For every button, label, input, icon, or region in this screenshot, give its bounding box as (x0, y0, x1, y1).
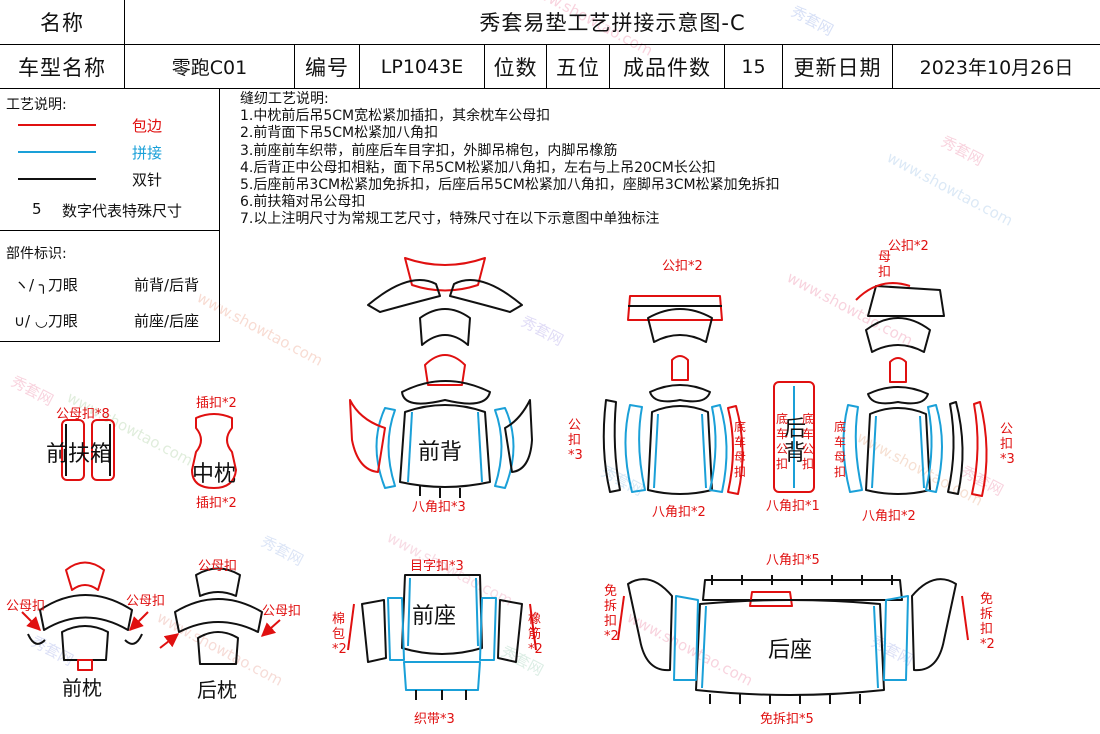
parts-legend-symbol-back: ヽ/ ╮刀眼 (14, 276, 78, 294)
sewing-notes: 缝纫工艺说明: 1.中枕前后吊5CM宽松紧加插扣，其余枕车公母扣 2.前背面下吊… (240, 91, 780, 229)
part-rear-back: 后背 (784, 417, 807, 466)
parts-legend-text-back: 前背/后背 (134, 276, 200, 294)
legend-box: 工艺说明: 包边 拼接 双针 5 数字代表特殊尺寸 部件标识: ヽ/ ╮刀眼 前… (0, 88, 220, 342)
date-value: 2023年10月26日 (919, 57, 1074, 79)
annotation: 插扣*2 (196, 496, 237, 511)
annotation: 公扣*3 (1000, 422, 1015, 467)
annotation: 免拆扣*2 (980, 592, 995, 652)
annotation: 插扣*2 (196, 396, 237, 411)
annotation: 免拆扣*5 (760, 712, 814, 727)
legend-stitch-label: 双针 (132, 171, 163, 189)
parts-legend-symbol-seat: ∪/ ◡刀眼 (14, 312, 78, 330)
annotation: 母扣 (878, 250, 892, 280)
edge-line-sample (18, 124, 96, 126)
legend-join-label: 拼接 (132, 144, 163, 162)
page-title: 秀套易垫工艺拼接示意图-C (479, 11, 746, 35)
seat-label: 位数 (485, 45, 547, 88)
rear-pillow-pattern (174, 567, 263, 665)
annotation: 底车公扣 (802, 412, 815, 471)
annotation: 公母扣 (262, 604, 302, 619)
part-rear-pillow: 后枕 (197, 678, 237, 702)
part-rear-seat: 后座 (768, 638, 813, 663)
count-value: 15 (725, 45, 783, 88)
annotation: 公扣*2 (888, 239, 929, 254)
size-text: 数字代表特殊尺寸 (62, 202, 183, 220)
seat-value: 五位 (547, 45, 610, 88)
annotation: 八角扣*3 (412, 500, 466, 515)
part-front-seat: 前座 (412, 604, 457, 629)
annotation: 棉包*2 (332, 612, 347, 657)
parts-legend-title: 部件标识: (6, 246, 67, 262)
part-front-pillow: 前枕 (62, 676, 102, 700)
annotation: 八角扣*2 (862, 509, 916, 524)
front-back-pattern (349, 257, 533, 498)
annotation: 公母扣 (198, 559, 238, 574)
part-front-armrest: 前扶箱 (46, 442, 113, 467)
annotation: 织带*3 (414, 712, 455, 727)
annotation: 橡筋*2 (528, 612, 543, 657)
note-line: 3.前座前车织带，前座后车目字扣，外脚吊棉包，内脚吊橡筋 (240, 142, 618, 159)
annotation: 公母扣 (126, 594, 166, 609)
code-value: LP1043E (360, 45, 485, 88)
model-label: 车型名称 (0, 45, 125, 88)
front-pillow-pattern (27, 561, 143, 671)
annotation: 底车母扣 (834, 420, 847, 479)
note-line: 1.中枕前后吊5CM宽松紧加插扣，其余枕车公母扣 (240, 108, 551, 125)
annotation: 八角扣*5 (766, 553, 820, 568)
rear-back-pattern (602, 282, 988, 497)
annotation: 目字扣*3 (410, 559, 464, 574)
parts-legend-text-seat: 前座/后座 (134, 312, 200, 330)
annotation: 底车母扣 (734, 420, 747, 479)
annotation: 免拆扣*2 (604, 584, 619, 644)
note-line: 6.前扶箱对吊公母扣 (240, 194, 366, 211)
rear-seat-pattern (617, 575, 969, 704)
part-front-back: 前背 (418, 440, 463, 465)
size-number: 5 (32, 200, 42, 218)
annotation: 底车公扣 (776, 412, 789, 471)
note-line: 4.后背正中公母扣相粘，面下吊5CM松紧加八角扣，左右与上吊20CM长公扣 (240, 159, 716, 176)
front-seat-pattern (347, 574, 537, 700)
arrow-front-pillow-right (129, 611, 149, 631)
note-line: 2.前背面下吊5CM松紧加八角扣 (240, 125, 439, 142)
annotation: 公扣*3 (568, 418, 583, 463)
annotation: 八角扣*2 (652, 505, 706, 520)
count-label: 成品件数 (610, 45, 725, 88)
part-mid-pillow: 中枕 (192, 462, 237, 487)
front-armrest-pattern (61, 419, 115, 481)
arrow-rear-pillow-right (260, 619, 281, 637)
middle-pillow-pattern (191, 413, 237, 489)
model-value: 零跑C01 (125, 45, 295, 88)
legend-edge-label: 包边 (132, 117, 163, 135)
stitch-line-sample (18, 178, 96, 180)
date-label: 更新日期 (783, 45, 893, 88)
name-label: 名称 (0, 0, 125, 44)
header-table: 名称 秀套易垫工艺拼接示意图-C 车型名称 零跑C01 编号 LP1043E 位… (0, 0, 1100, 89)
notes-title: 缝纫工艺说明: (240, 91, 329, 107)
code-label: 编号 (295, 45, 360, 88)
annotation: 公母扣*8 (56, 407, 110, 422)
join-line-sample (18, 151, 96, 153)
annotation: 八角扣*1 (766, 499, 820, 514)
annotation: 公母扣 (6, 599, 46, 614)
legend-title: 工艺说明: (6, 97, 67, 113)
arrow-front-pillow-left (21, 611, 41, 631)
note-line: 5.后座前吊3CM松紧加免拆扣，后座后吊5CM松紧加八角扣，座脚吊3CM松紧加免… (240, 177, 780, 194)
arrow-rear-pillow-left (159, 633, 180, 649)
annotation: 公扣*2 (662, 259, 703, 274)
note-line: 7.以上注明尺寸为常规工艺尺寸，特殊尺寸在以下示意图中单独标注 (240, 211, 660, 228)
